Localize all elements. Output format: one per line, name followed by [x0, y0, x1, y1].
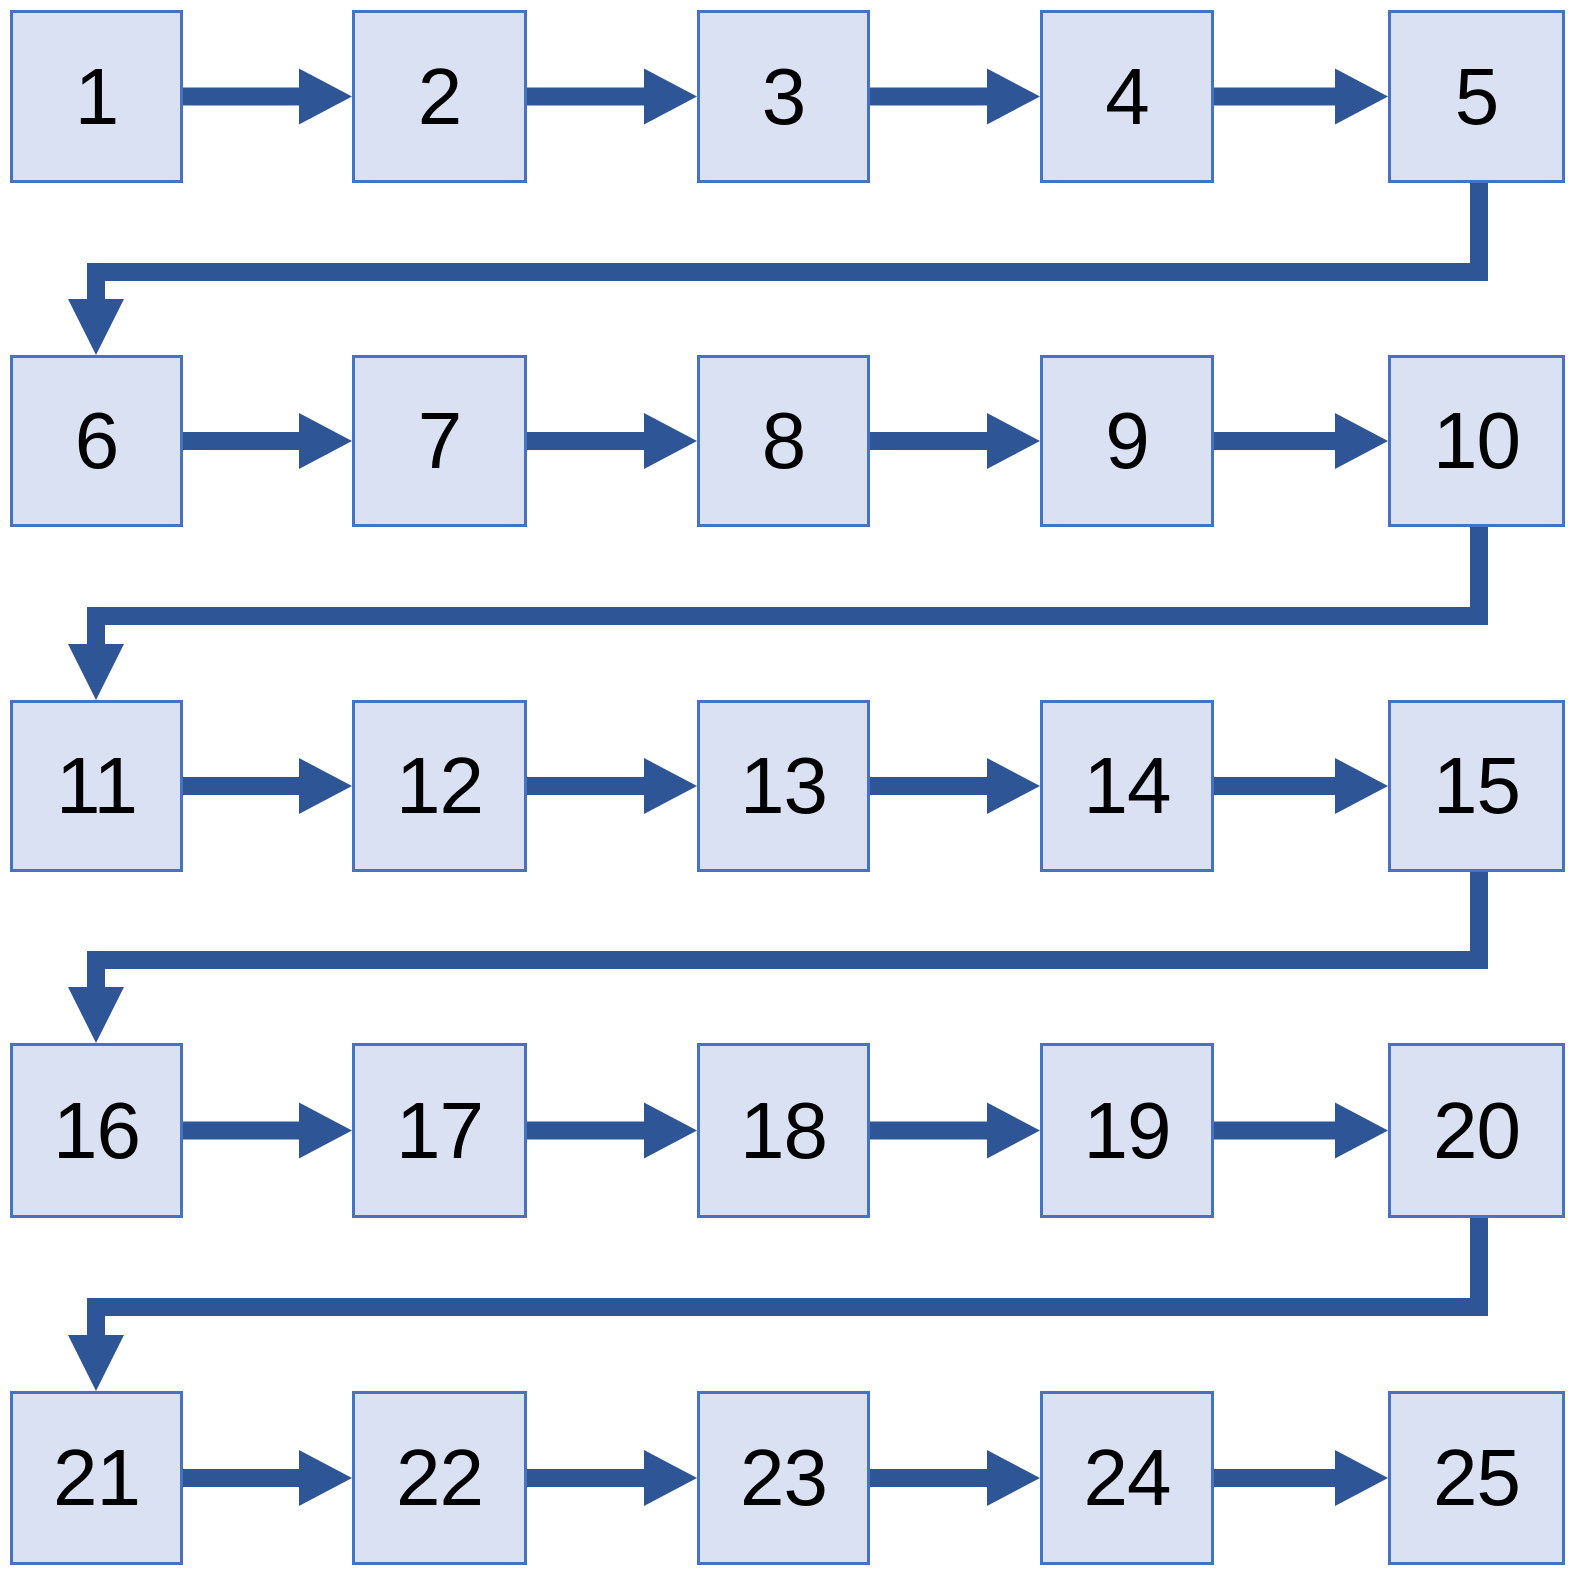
flow-node-label: 4	[1105, 51, 1149, 141]
flow-node-6[interactable]: 6	[10, 355, 183, 527]
flow-node-label: 9	[1105, 396, 1149, 485]
connector-24-to-25	[1214, 1450, 1388, 1506]
flow-node-19[interactable]: 19	[1040, 1043, 1214, 1218]
flow-node-label: 16	[53, 1085, 141, 1175]
flow-node-3[interactable]: 3	[697, 10, 870, 183]
flow-node-5[interactable]: 5	[1388, 10, 1565, 183]
connector-13-to-14	[870, 758, 1040, 814]
flow-node-20[interactable]: 20	[1388, 1043, 1565, 1218]
flow-node-1[interactable]: 1	[10, 10, 183, 183]
connector-1-to-2	[183, 68, 352, 125]
flow-node-21[interactable]: 21	[10, 1391, 183, 1565]
connector-16-to-17	[183, 1102, 352, 1159]
flow-node-16[interactable]: 16	[10, 1043, 183, 1218]
flow-node-15[interactable]: 15	[1388, 700, 1565, 872]
connector-20-to-21	[68, 1218, 1488, 1391]
flow-node-label: 13	[740, 741, 828, 830]
connector-3-to-4	[870, 68, 1040, 125]
flow-node-label: 2	[417, 51, 462, 141]
flow-node-10[interactable]: 10	[1388, 355, 1565, 527]
flow-node-label: 8	[761, 396, 806, 485]
flow-node-9[interactable]: 9	[1040, 355, 1214, 527]
flow-node-label: 11	[55, 741, 138, 830]
flow-node-label: 24	[1083, 1433, 1172, 1522]
connector-17-to-18	[527, 1102, 697, 1159]
connector-9-to-10	[1214, 413, 1388, 469]
flow-node-17[interactable]: 17	[352, 1043, 527, 1218]
flow-node-label: 5	[1454, 51, 1499, 141]
flow-node-label: 17	[396, 1085, 484, 1175]
flow-node-label: 22	[396, 1433, 484, 1522]
connector-8-to-9	[870, 413, 1040, 469]
connector-15-to-16	[68, 872, 1488, 1043]
connector-21-to-22	[183, 1450, 352, 1506]
flow-node-label: 23	[740, 1433, 828, 1522]
flow-node-label: 7	[417, 396, 462, 485]
connector-4-to-5	[1214, 68, 1388, 125]
connector-2-to-3	[527, 68, 697, 125]
flow-node-23[interactable]: 23	[697, 1391, 870, 1565]
flow-node-label: 12	[396, 741, 484, 830]
connector-23-to-24	[870, 1450, 1040, 1506]
flow-node-13[interactable]: 13	[697, 700, 870, 872]
flow-node-label: 25	[1433, 1433, 1521, 1522]
flow-node-22[interactable]: 22	[352, 1391, 527, 1565]
connector-12-to-13	[527, 758, 697, 814]
flow-node-label: 20	[1433, 1085, 1521, 1175]
flow-node-label: 19	[1083, 1085, 1172, 1175]
flow-node-14[interactable]: 14	[1040, 700, 1214, 872]
flow-node-label: 21	[53, 1433, 141, 1522]
connector-22-to-23	[527, 1450, 697, 1506]
flow-node-label: 3	[761, 51, 806, 141]
flow-node-label: 14	[1083, 741, 1172, 830]
flow-node-25[interactable]: 25	[1388, 1391, 1565, 1565]
flow-node-2[interactable]: 2	[352, 10, 527, 183]
flow-node-18[interactable]: 18	[697, 1043, 870, 1218]
flow-node-label: 18	[740, 1085, 828, 1175]
connector-19-to-20	[1214, 1102, 1388, 1159]
connector-7-to-8	[527, 413, 697, 469]
flow-node-8[interactable]: 8	[697, 355, 870, 527]
flow-node-label: 10	[1433, 396, 1521, 485]
connector-11-to-12	[183, 758, 352, 814]
flow-node-11[interactable]: 11	[10, 700, 183, 872]
flow-node-label: 6	[74, 396, 119, 485]
connector-5-to-6	[68, 183, 1488, 355]
flow-node-label: 1	[74, 51, 119, 141]
connector-14-to-15	[1214, 758, 1388, 814]
connector-6-to-7	[183, 413, 352, 469]
flow-node-4[interactable]: 4	[1040, 10, 1214, 183]
connector-10-to-11	[68, 527, 1488, 700]
flow-node-12[interactable]: 12	[352, 700, 527, 872]
flow-node-24[interactable]: 24	[1040, 1391, 1214, 1565]
connector-18-to-19	[870, 1102, 1040, 1159]
flow-node-label: 15	[1433, 741, 1521, 830]
flow-node-7[interactable]: 7	[352, 355, 527, 527]
